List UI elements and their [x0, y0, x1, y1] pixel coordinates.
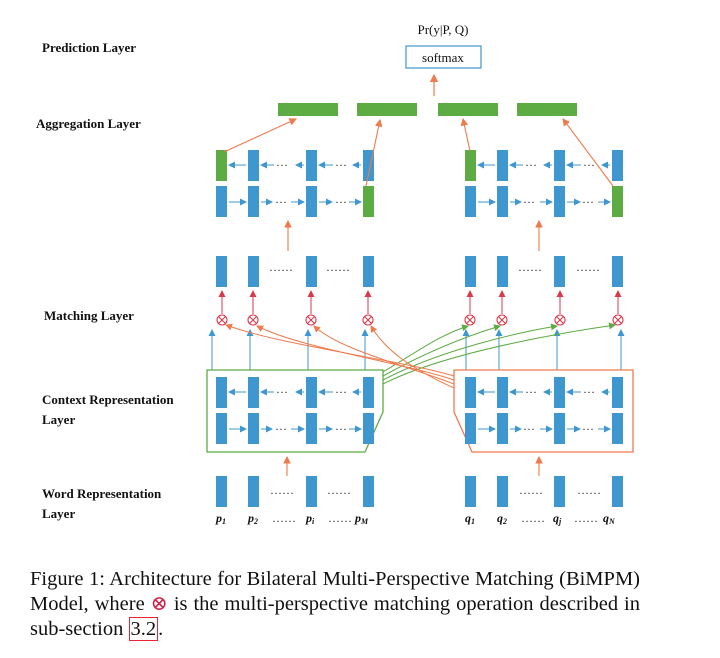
softmax-box — [405, 45, 482, 69]
ctx-dots-q-bottom-2: ··· — [582, 422, 594, 436]
cross-matching-connections — [225, 322, 616, 389]
matching-operators — [208, 290, 625, 370]
context-bilstm-p — [216, 377, 374, 444]
context-box-q — [453, 369, 634, 453]
softmax-label: softmax — [422, 50, 464, 65]
agg-dots-left-bottom-2: ··· — [335, 195, 347, 209]
aggregation-vector-1 — [278, 103, 338, 116]
agg-dots-right-bottom: ··· — [523, 195, 535, 209]
match-dots-3: …… — [518, 260, 542, 274]
token-p2: p2 — [247, 511, 258, 526]
agg-dots-right-bottom-2: ··· — [582, 195, 594, 209]
aggregation-layer-label: Aggregation Layer — [36, 116, 141, 131]
token-p1: p1 — [215, 511, 226, 526]
aggregation-bilstm-right — [465, 150, 623, 217]
token-pM: pM — [354, 511, 369, 526]
aggregation-vector-2 — [357, 103, 417, 116]
token-q1: q1 — [465, 511, 475, 526]
word-layer-label-line1: Word Representation — [42, 486, 162, 501]
token-dots-q2: …… — [574, 511, 598, 525]
matching-layer-label: Matching Layer — [44, 308, 134, 323]
prediction-layer-label: Prediction Layer — [42, 40, 136, 55]
match-dots-1: …… — [269, 260, 293, 274]
agg-dots-left-bottom: ··· — [275, 195, 287, 209]
ctx-dots-p-top: ··· — [276, 385, 288, 399]
match-dots-4: …… — [576, 260, 600, 274]
agg-dots-right-top: ··· — [525, 158, 537, 172]
token-qj: qj — [553, 511, 562, 526]
ctx-dots-q-bottom: ··· — [523, 422, 535, 436]
ctx-dots-p-bottom: ··· — [275, 422, 287, 436]
aggregation-bilstm-left — [216, 150, 374, 217]
caption-text-after: is the multi-perspective matching operat… — [30, 593, 640, 640]
ctx-dots-p-bottom-2: ··· — [335, 422, 347, 436]
agg-dots-right-top-2: ··· — [583, 158, 595, 172]
bimpm-architecture-diagram: Prediction Layer Aggregation Layer Match… — [36, 22, 634, 526]
aggregation-vector-4 — [517, 103, 577, 116]
caption-end: . — [158, 618, 164, 640]
ctx-dots-p-top-2: ··· — [335, 385, 347, 399]
caption-text-before: Figure 1: Architecture for Bilateral Mul… — [30, 568, 640, 615]
ctx-dots-q-top-2: ··· — [583, 385, 595, 399]
word-dots-1: …… — [270, 483, 294, 497]
word-dots-2: …… — [327, 483, 351, 497]
word-dots-4: …… — [577, 483, 601, 497]
prediction-formula: Pr(y|P, Q) — [418, 22, 469, 37]
caption-otimes-symbol: ⊗ — [150, 593, 168, 615]
agg-dots-left-top: ··· — [276, 158, 288, 172]
caption-section-ref[interactable]: 3.2 — [128, 617, 159, 641]
context-bilstm-q — [465, 377, 623, 444]
aggregation-orange-arrows — [223, 117, 614, 187]
token-dots-p1: …… — [272, 511, 296, 525]
context-layer-label-line1: Context Representation — [42, 392, 174, 407]
token-dots-q1: …… — [521, 511, 545, 525]
match-dots-2: …… — [326, 260, 350, 274]
word-vectors — [216, 476, 623, 507]
token-dots-p2: …… — [328, 511, 352, 525]
context-box-p — [206, 369, 384, 453]
token-pi: pi — [305, 511, 315, 526]
figure-caption: Figure 1: Architecture for Bilateral Mul… — [30, 567, 640, 642]
token-qN: qN — [603, 511, 616, 526]
aggregation-vector-3 — [438, 103, 498, 116]
token-q2: q2 — [497, 511, 507, 526]
matching-vectors — [216, 256, 623, 287]
agg-dots-left-top-2: ··· — [335, 158, 347, 172]
word-dots-3: …… — [519, 483, 543, 497]
context-layer-label-line2: Layer — [42, 412, 75, 427]
ctx-dots-q-top: ··· — [525, 385, 537, 399]
word-layer-label-line2: Layer — [42, 506, 75, 521]
